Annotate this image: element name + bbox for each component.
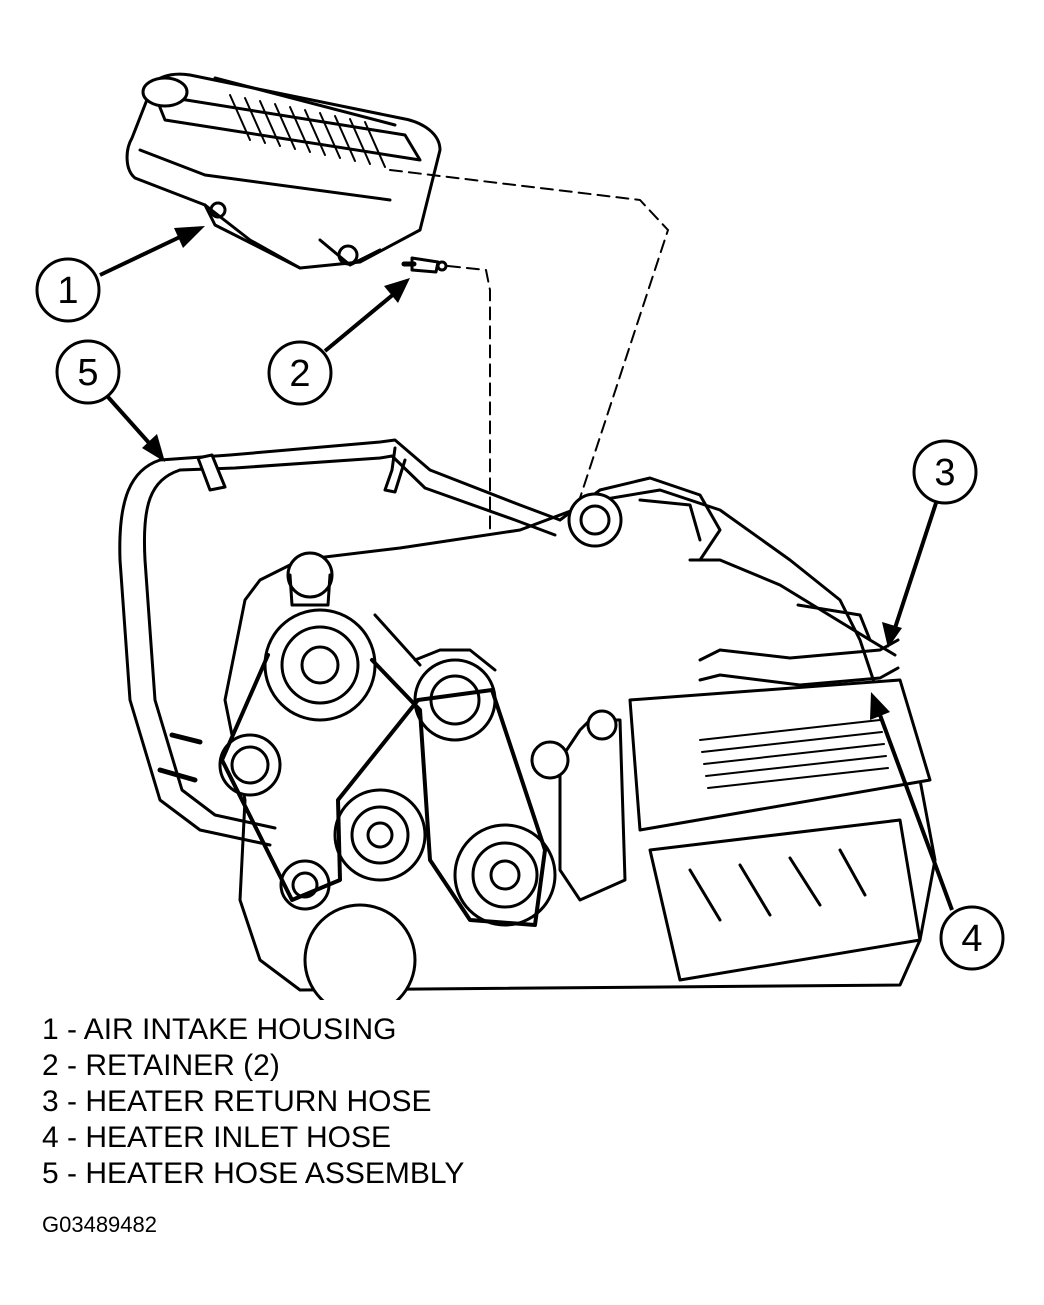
callout-5-label: 5 <box>77 352 98 394</box>
accessory-drive <box>218 608 570 1000</box>
callout-5: 5 <box>55 339 165 462</box>
legend-item: 3 - HEATER RETURN HOSE <box>42 1085 432 1118</box>
callout-2: 2 <box>267 278 410 406</box>
callout-4-label: 4 <box>961 918 982 960</box>
retainer <box>401 256 448 274</box>
legend-item: 2 - RETAINER (2) <box>42 1049 280 1082</box>
callout-3: 3 <box>882 439 978 648</box>
legend-item: 4 - HEATER INLET HOSE <box>42 1121 391 1154</box>
air-intake-housing <box>125 72 442 270</box>
legend: 1 - AIR INTAKE HOUSING 2 - RETAINER (2) … <box>42 1012 464 1192</box>
heater-hose-assembly <box>118 438 562 847</box>
callout-3-label: 3 <box>934 452 955 494</box>
callout-4: 4 <box>870 692 1005 971</box>
legend-item: 1 - AIR INTAKE HOUSING <box>42 1013 397 1046</box>
callout-1-label: 1 <box>57 270 78 312</box>
callout-1: 1 <box>35 226 205 323</box>
alignment-lines <box>389 169 669 536</box>
engine-heater-hose-diagram: 1 2 3 4 5 <box>35 72 1005 1000</box>
engine-block <box>223 476 937 992</box>
callout-2-label: 2 <box>289 353 310 395</box>
figure-id: G03489482 <box>42 1212 157 1237</box>
legend-item: 5 - HEATER HOSE ASSEMBLY <box>42 1157 465 1190</box>
